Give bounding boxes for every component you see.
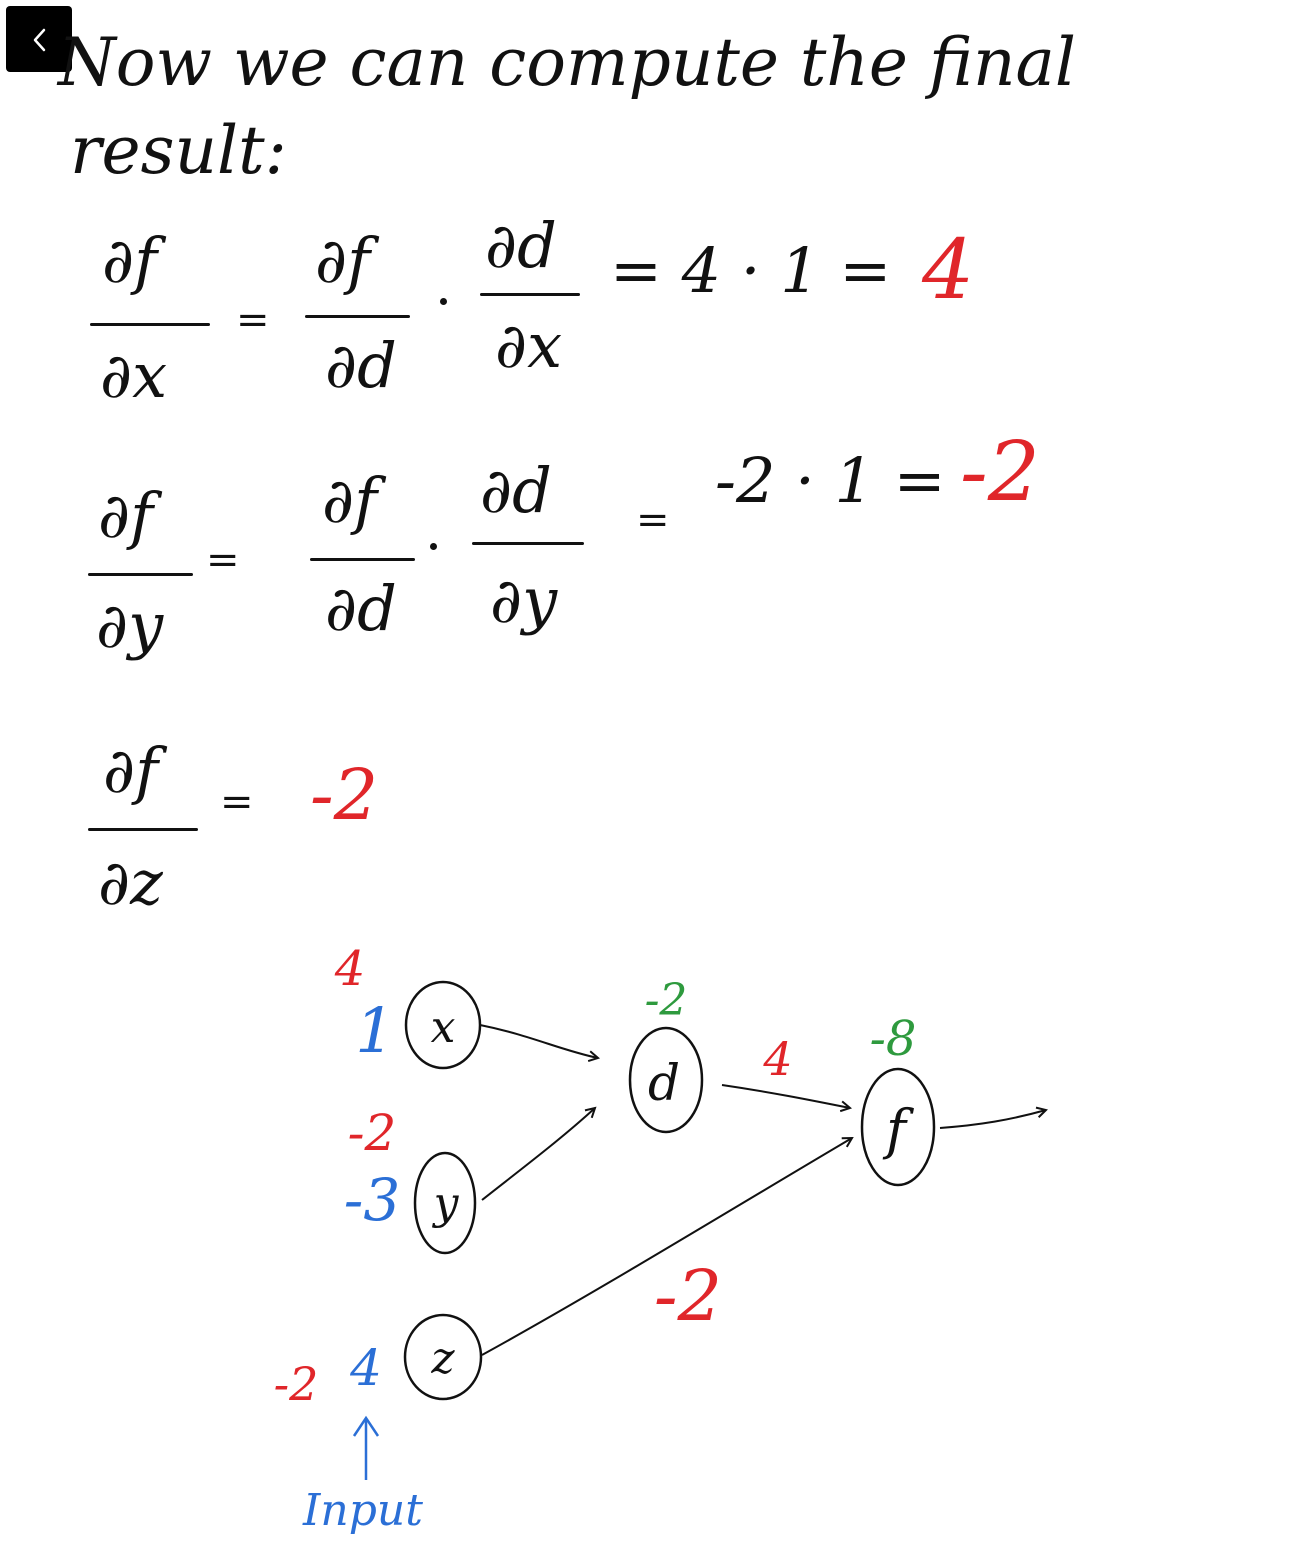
forward-value-f: -8 <box>870 1011 917 1067</box>
eq2-result: -2 <box>960 425 1040 520</box>
eq1-t1-den: d <box>357 329 397 402</box>
eq2-t2-num: d <box>512 454 552 527</box>
chevron-left-icon <box>33 28 46 52</box>
edge-f-output <box>939 1106 1048 1129</box>
eq1-lhs-den: x <box>132 339 168 412</box>
forward-value-d: -2 <box>645 975 688 1026</box>
node-x-label: x <box>431 1002 456 1053</box>
input-label: Input <box>302 1485 423 1536</box>
node-z-circle <box>403 1313 483 1401</box>
eq1-lhs-num: f <box>134 224 158 297</box>
edge-y-to-d <box>481 1106 597 1201</box>
eq3-lhs-num: f <box>135 734 159 807</box>
node-d-circle <box>628 1026 704 1134</box>
eq2-lhs-den: y <box>128 589 164 662</box>
eq2-evaluation: -2 · 1 = <box>715 444 946 517</box>
edge-z-to-f <box>481 1136 854 1356</box>
node-z-label: z <box>430 1333 455 1384</box>
gradient-z: -2 <box>274 1357 319 1411</box>
intro-line-2: result: <box>70 112 287 189</box>
gradient-x: 4 <box>334 941 366 997</box>
edge-d-to-f <box>721 1084 853 1113</box>
eq2-t1-num: f <box>354 464 378 537</box>
node-y-circle <box>413 1151 477 1255</box>
eq1-t1-num: f <box>347 224 371 297</box>
input-value-z: 4 <box>349 1339 382 1397</box>
eq3-lhs-den: z <box>130 846 163 919</box>
eq1-result: 4 <box>922 223 975 318</box>
eq1-t2-num: d <box>517 209 557 282</box>
node-d-label: d <box>648 1054 680 1112</box>
eq1-t2-den: x <box>527 309 563 382</box>
eq2-t1-den: d <box>357 572 397 645</box>
eq2-lhs-num: f <box>130 479 154 552</box>
eq1-evaluation: = 4 · 1 = <box>610 234 892 307</box>
input-value-y: -3 <box>344 1166 401 1234</box>
gradient-d-to-f: 4 <box>762 1032 792 1086</box>
node-y-label: y <box>432 1178 460 1229</box>
gradient-z-to-f: -2 <box>654 1255 722 1337</box>
node-f-circle <box>860 1067 936 1187</box>
intro-line-1: Now we can compute the final <box>58 24 1076 101</box>
node-x-circle <box>404 980 482 1070</box>
eq3-result: -2 <box>310 754 379 836</box>
input-value-x: 1 <box>355 994 394 1067</box>
edge-x-to-d <box>479 1024 601 1062</box>
node-f-label: f <box>882 1098 914 1161</box>
gradient-y: -2 <box>348 1104 397 1162</box>
back-button[interactable] <box>6 6 72 72</box>
eq2-t2-den: y <box>522 564 558 637</box>
